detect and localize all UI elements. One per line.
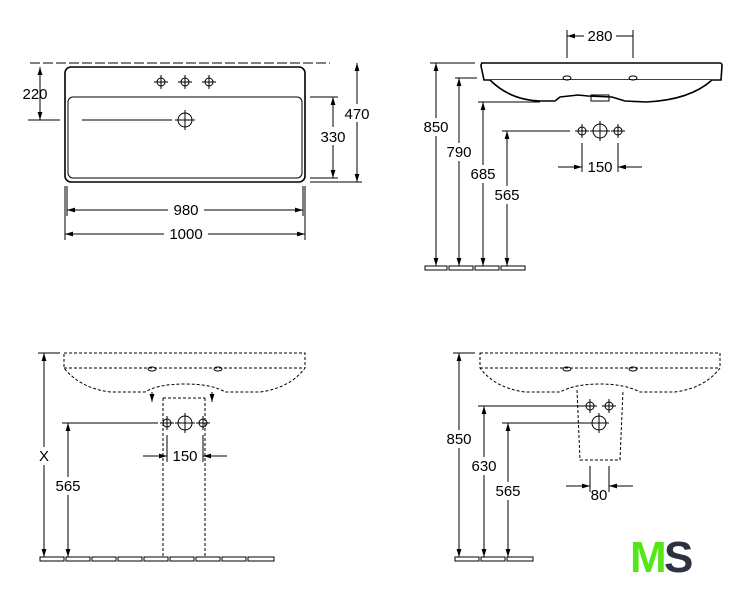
drain-icon [589, 120, 611, 142]
dim-470: 470 [344, 106, 369, 123]
logo-m: M [630, 533, 667, 582]
floor [39, 556, 275, 562]
dim-565: 565 [55, 478, 80, 495]
dim-330: 330 [320, 129, 345, 146]
supply-hole-icon [601, 398, 617, 414]
dim-150: 150 [172, 448, 197, 465]
dim-565: 565 [495, 483, 520, 500]
dim-850: 850 [423, 119, 448, 136]
dim-x: X [39, 448, 49, 465]
ms-logo: M S [630, 533, 693, 582]
supply-hole-icon [195, 415, 211, 431]
supply-hole-icon [610, 123, 626, 139]
dim-850: 850 [446, 431, 471, 448]
floor [454, 556, 534, 562]
drain-icon [588, 412, 610, 434]
dim-980: 980 [173, 202, 198, 219]
floor [424, 265, 526, 271]
drain-icon [174, 412, 196, 434]
dim-280: 280 [587, 28, 612, 45]
pedestal-view: X 565 150 [35, 352, 306, 562]
bowl-outline [67, 96, 303, 179]
dim-790: 790 [446, 144, 471, 161]
semi-pedestal-view: 850 630 565 80 [443, 352, 721, 562]
dim-1000: 1000 [169, 226, 202, 243]
supply-hole-icon [582, 398, 598, 414]
dim-685: 685 [470, 166, 495, 183]
logo-s: S [664, 533, 693, 582]
dim-565: 565 [494, 187, 519, 204]
dim-80: 80 [591, 487, 608, 504]
dim-220: 220 [22, 86, 47, 103]
dim-630: 630 [471, 458, 496, 475]
supply-hole-icon [159, 415, 175, 431]
side-view: 280 850 790 685 565 150 [420, 28, 723, 271]
dim-150: 150 [587, 159, 612, 176]
supply-hole-icon [574, 123, 590, 139]
plan-view: 220 470 330 980 1000 [22, 62, 372, 243]
